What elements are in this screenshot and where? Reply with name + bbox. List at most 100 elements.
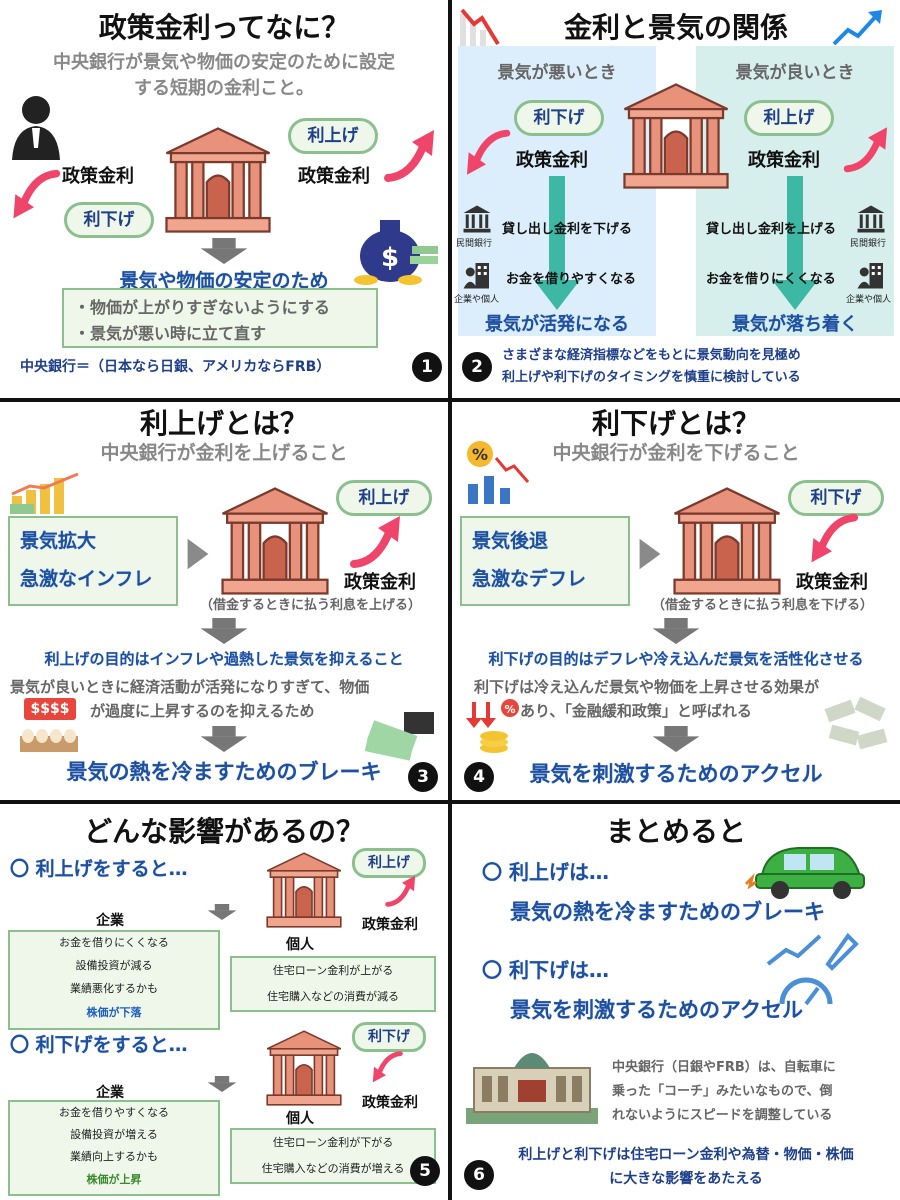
definition-line-1: 中央銀行が景気や物価の安定のために設定 (53, 52, 395, 73)
purpose-point-2: ・景気が悪い時に立て直す (74, 324, 267, 343)
panel-number: 2 (462, 352, 492, 382)
private-bank-icon (462, 204, 492, 234)
coach-text-2: 乗った「コーチ」みたいなもので、倒 (612, 1084, 833, 1099)
raise-pill: 利上げ (336, 480, 432, 516)
easier-borrow-text: お金を借りやすくなる (506, 272, 637, 287)
up-arrow-icon (842, 122, 894, 174)
rate-hike-definition: 中央銀行が金利を上げること (100, 442, 348, 464)
definition-line-2: する短期の金利こと。 (134, 78, 314, 99)
economy-active-result: 景気が活発になる (485, 314, 629, 335)
panel-title: 金利と景気の関係 (563, 11, 788, 44)
condition-box: 景気後退 急激なデフレ (460, 516, 630, 606)
person-label-1: 個人 (286, 937, 314, 953)
lower-person-2: 住宅購入などの消費が増える (261, 1162, 405, 1175)
policy-rate-right: 政策金利 (298, 166, 370, 187)
up-arrow-icon (346, 510, 410, 570)
down-gray-arrow (650, 618, 702, 644)
panel-policy-rate: 政策金利ってなに？ 中央銀行が景気や物価の安定のために設定 する短期の金利こと。… (0, 0, 448, 398)
down-arrow-icon (368, 1050, 404, 1086)
bad-economy-label: 景気が悪いとき (497, 63, 617, 83)
raise-company-3: 業績悪化するかも (70, 982, 158, 995)
money-printer-icon (364, 712, 434, 761)
panel-rate-economy: 金利と景気の関係 景気が悪いとき 景気が良いとき 利下げ 利上げ 政策金利 政策… (452, 0, 900, 398)
panel-number: 5 (410, 1156, 440, 1186)
panel-summary: まとめると 〇 利上げは… 景気の熱を冷ますためのブレーキ 〇 利下げは… 景気… (452, 804, 900, 1200)
lower-company-2: 設備投資が増える (70, 1128, 158, 1141)
accelerator-conclusion: 景気を刺激するためのアクセル (529, 762, 823, 786)
lower-pill: 利下げ (514, 100, 604, 136)
condition-2: 急激なデフレ (472, 568, 587, 590)
private-bank-icon (856, 204, 886, 234)
gray-arrow (206, 904, 238, 920)
money-bag-icon: $ (354, 220, 438, 285)
coins-down-icon: % (466, 699, 519, 753)
condition-2: 急激なインフレ (20, 568, 153, 590)
coach-text-3: れないようにスピードを調整している (612, 1108, 833, 1123)
panel-number: 1 (412, 352, 442, 382)
panel-title: 政策金利ってなに？ (98, 11, 350, 44)
panel-rate-cut: 利下げとは？ 中央銀行が金利を下げること % 景気後退 急激なデフレ 利下げ 政… (452, 402, 900, 800)
panel-number: 4 (464, 762, 494, 792)
condition-1: 景気後退 (472, 530, 549, 552)
private-bank-label-right: 民間銀行 (850, 239, 887, 249)
company-person-label-left: 企業や個人 (454, 295, 500, 305)
lower-person-1: 住宅ローン金利が下がる (272, 1136, 394, 1149)
panel-title: 利下げとは？ (591, 407, 760, 440)
gray-arrow-2 (206, 1076, 238, 1092)
policy-rate: 政策金利 (344, 572, 416, 593)
lower-pill: 利下げ (788, 480, 884, 516)
private-bank-label-left: 民間銀行 (456, 239, 493, 249)
company-person-label-right: 企業や個人 (846, 295, 892, 305)
panel-effects: どんな影響があるの？ 〇 利上げをすると… 利上げ 政策金利 企業 個人 お金を… (0, 804, 448, 1200)
harder-borrow-text: お金を借りにくくなる (706, 272, 836, 287)
central-bank-icon-2 (264, 1028, 344, 1108)
rate-cut-desc-2: あり、「金融緩和政策」と呼ばれる (520, 702, 752, 720)
right-gray-arrow (186, 534, 210, 574)
up-arrow-icon (382, 124, 442, 184)
timing-note-1: さまざまな経済指標などをもとに景気動向を見極め (502, 348, 801, 363)
panel-title: 利上げとは？ (139, 407, 308, 440)
up-arrow-icon (384, 872, 420, 908)
central-bank-icon (162, 124, 274, 236)
good-economy-label: 景気が良いとき (735, 63, 855, 83)
down-gray-arrow-2 (198, 726, 250, 752)
falling-chart-icon (460, 8, 500, 48)
coach-text-1: 中央銀行（日銀やFRB）は、自転車に (612, 1060, 836, 1075)
svg-text:$: $ (381, 243, 399, 273)
raise-person-effects: 住宅ローン金利が上がる 住宅購入などの消費が減る (230, 956, 436, 1012)
rising-money-icon (10, 472, 79, 514)
lower-company-1: お金を借りやすくなる (59, 1106, 169, 1119)
panel-title: どんな影響があるの？ (83, 815, 364, 848)
panel-number: 3 (408, 762, 438, 792)
eggs-icon (20, 729, 78, 752)
policy-rate-left: 政策金利 (516, 150, 588, 171)
policy-rate-left: 政策金利 (62, 166, 134, 187)
raise-company-1: お金を借りにくくなる (59, 936, 169, 949)
final-note-2: に大きな影響をあたえる (609, 1171, 763, 1187)
lower-heading: 〇 利下げをすると… (10, 1034, 188, 1056)
person-label-2: 個人 (286, 1111, 314, 1127)
horizontal-divider-2 (0, 800, 900, 804)
raise-pill: 利上げ (352, 848, 426, 878)
central-bank-icon (218, 484, 332, 598)
raise-pill: 利上げ (744, 100, 834, 136)
rocket-gauge-icon (766, 932, 859, 1006)
raise-heading: 〇 利上げをすると… (10, 858, 188, 880)
lower-summary-heading: 〇 利下げは… (482, 958, 609, 982)
central-bank-note: 中央銀行＝（日本なら日銀、アメリカならFRB） (20, 359, 331, 375)
central-bank-icon (670, 484, 784, 598)
raise-company-4: 株価が下落 (86, 1006, 142, 1019)
right-gray-arrow (638, 534, 662, 574)
raise-summary-body: 景気の熱を冷ますためのブレーキ (510, 900, 825, 924)
policy-rate-right: 政策金利 (748, 150, 820, 171)
company-label-1: 企業 (96, 913, 124, 929)
company-person-icon (856, 260, 886, 290)
interest-paren-note: （借金するときに払う利息を下げる） (652, 598, 874, 613)
boj-building-icon (466, 1053, 598, 1124)
purpose-heading: 景気や物価の安定のため (119, 270, 329, 292)
interest-paren-note: （借金するときに払う利息を上げる） (200, 598, 422, 613)
raise-pill: 利上げ (288, 118, 378, 154)
lower-summary-body: 景気を刺激するためのアクセル (510, 998, 803, 1022)
rate-hike-purpose: 利上げの目的はインフレや過熱した景気を抑えること (44, 650, 404, 668)
price-tag: $$$$ (24, 698, 76, 720)
